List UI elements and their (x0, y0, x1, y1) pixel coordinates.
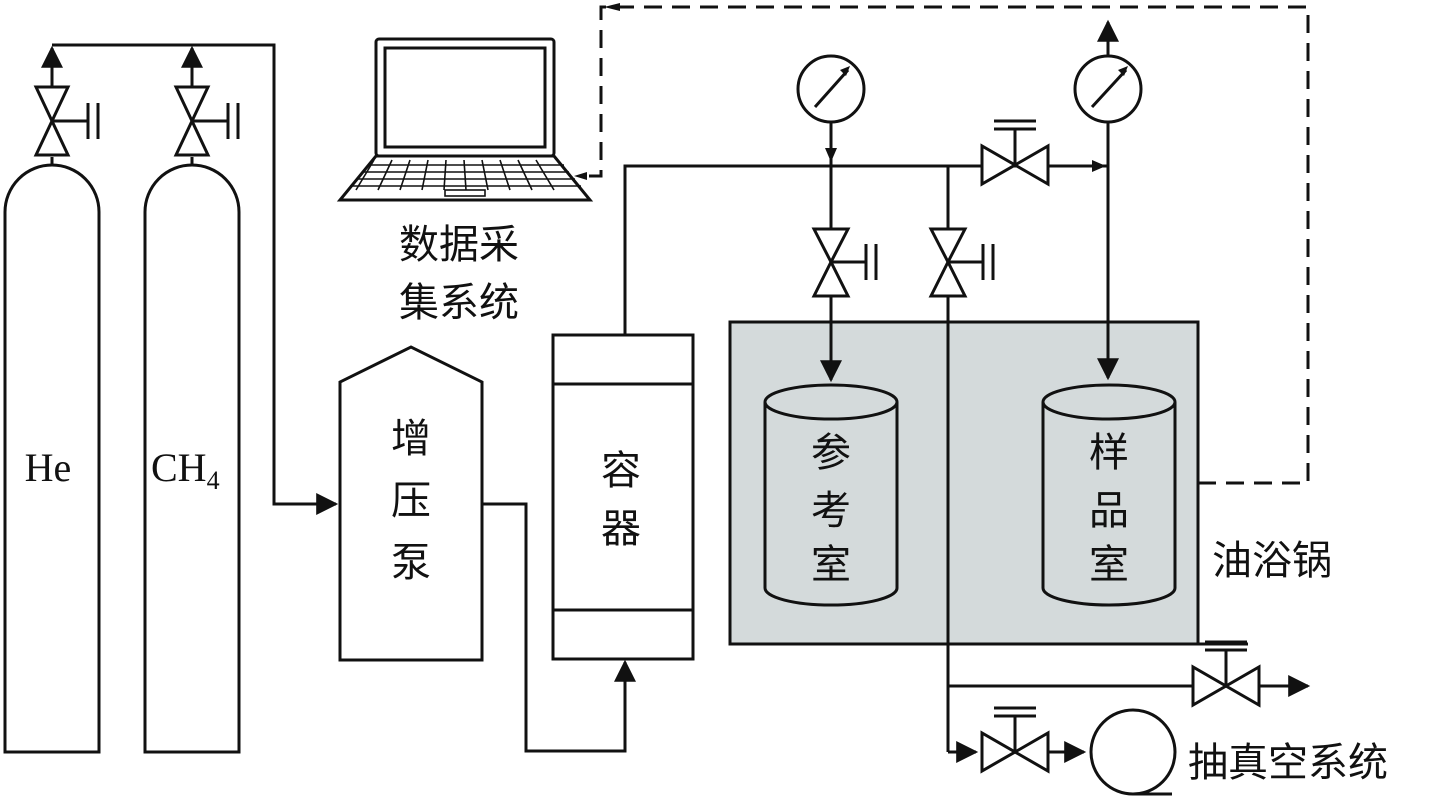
he-cylinder (3, 163, 101, 754)
valve-vent-line (928, 166, 995, 752)
label-daq-line2: 集系统 (399, 280, 519, 326)
ch4-cylinder-valve (173, 45, 240, 165)
exhaust-valve (948, 640, 1311, 708)
label-vacuum-system: 抽真空系统 (1188, 740, 1388, 786)
label-container-1: 容 (601, 448, 641, 494)
sample-chamber (1041, 383, 1177, 607)
ch4-cylinder (143, 163, 241, 754)
pressure-gauge-sample (1073, 19, 1143, 124)
label-sample-3: 室 (1089, 542, 1129, 588)
signal-line-to-daq (585, 5, 1310, 485)
label-pump-2: 压 (391, 478, 431, 524)
valve-reference-sample (980, 119, 1106, 187)
vacuum-pump-icon (1089, 708, 1177, 796)
gas-supply-line (52, 43, 339, 515)
label-ref-2: 考 (811, 488, 851, 534)
label-pump-1: 增 (391, 416, 431, 462)
pressure-gauge-reference (796, 54, 866, 166)
label-oil-bath: 油浴锅 (1212, 538, 1332, 584)
label-pump-3: 泵 (391, 540, 431, 586)
label-ch4: CH4 (151, 445, 220, 495)
he-cylinder-valve (33, 45, 100, 165)
label-ref-3: 室 (811, 542, 851, 588)
label-sample-2: 品 (1089, 488, 1129, 534)
reference-chamber (763, 383, 899, 607)
pump-to-container-line (482, 502, 636, 753)
label-daq-line1: 数据采 (399, 222, 519, 268)
label-container-2: 器 (601, 506, 641, 552)
container (551, 333, 695, 661)
label-ref-1: 参 (811, 430, 851, 476)
booster-pump (338, 345, 484, 662)
laptop-icon (336, 37, 594, 202)
label-sample-1: 样 (1089, 430, 1129, 476)
valve-reference-inlet (811, 166, 878, 383)
vacuum-valve (948, 706, 1087, 774)
label-he: He (25, 445, 72, 490)
